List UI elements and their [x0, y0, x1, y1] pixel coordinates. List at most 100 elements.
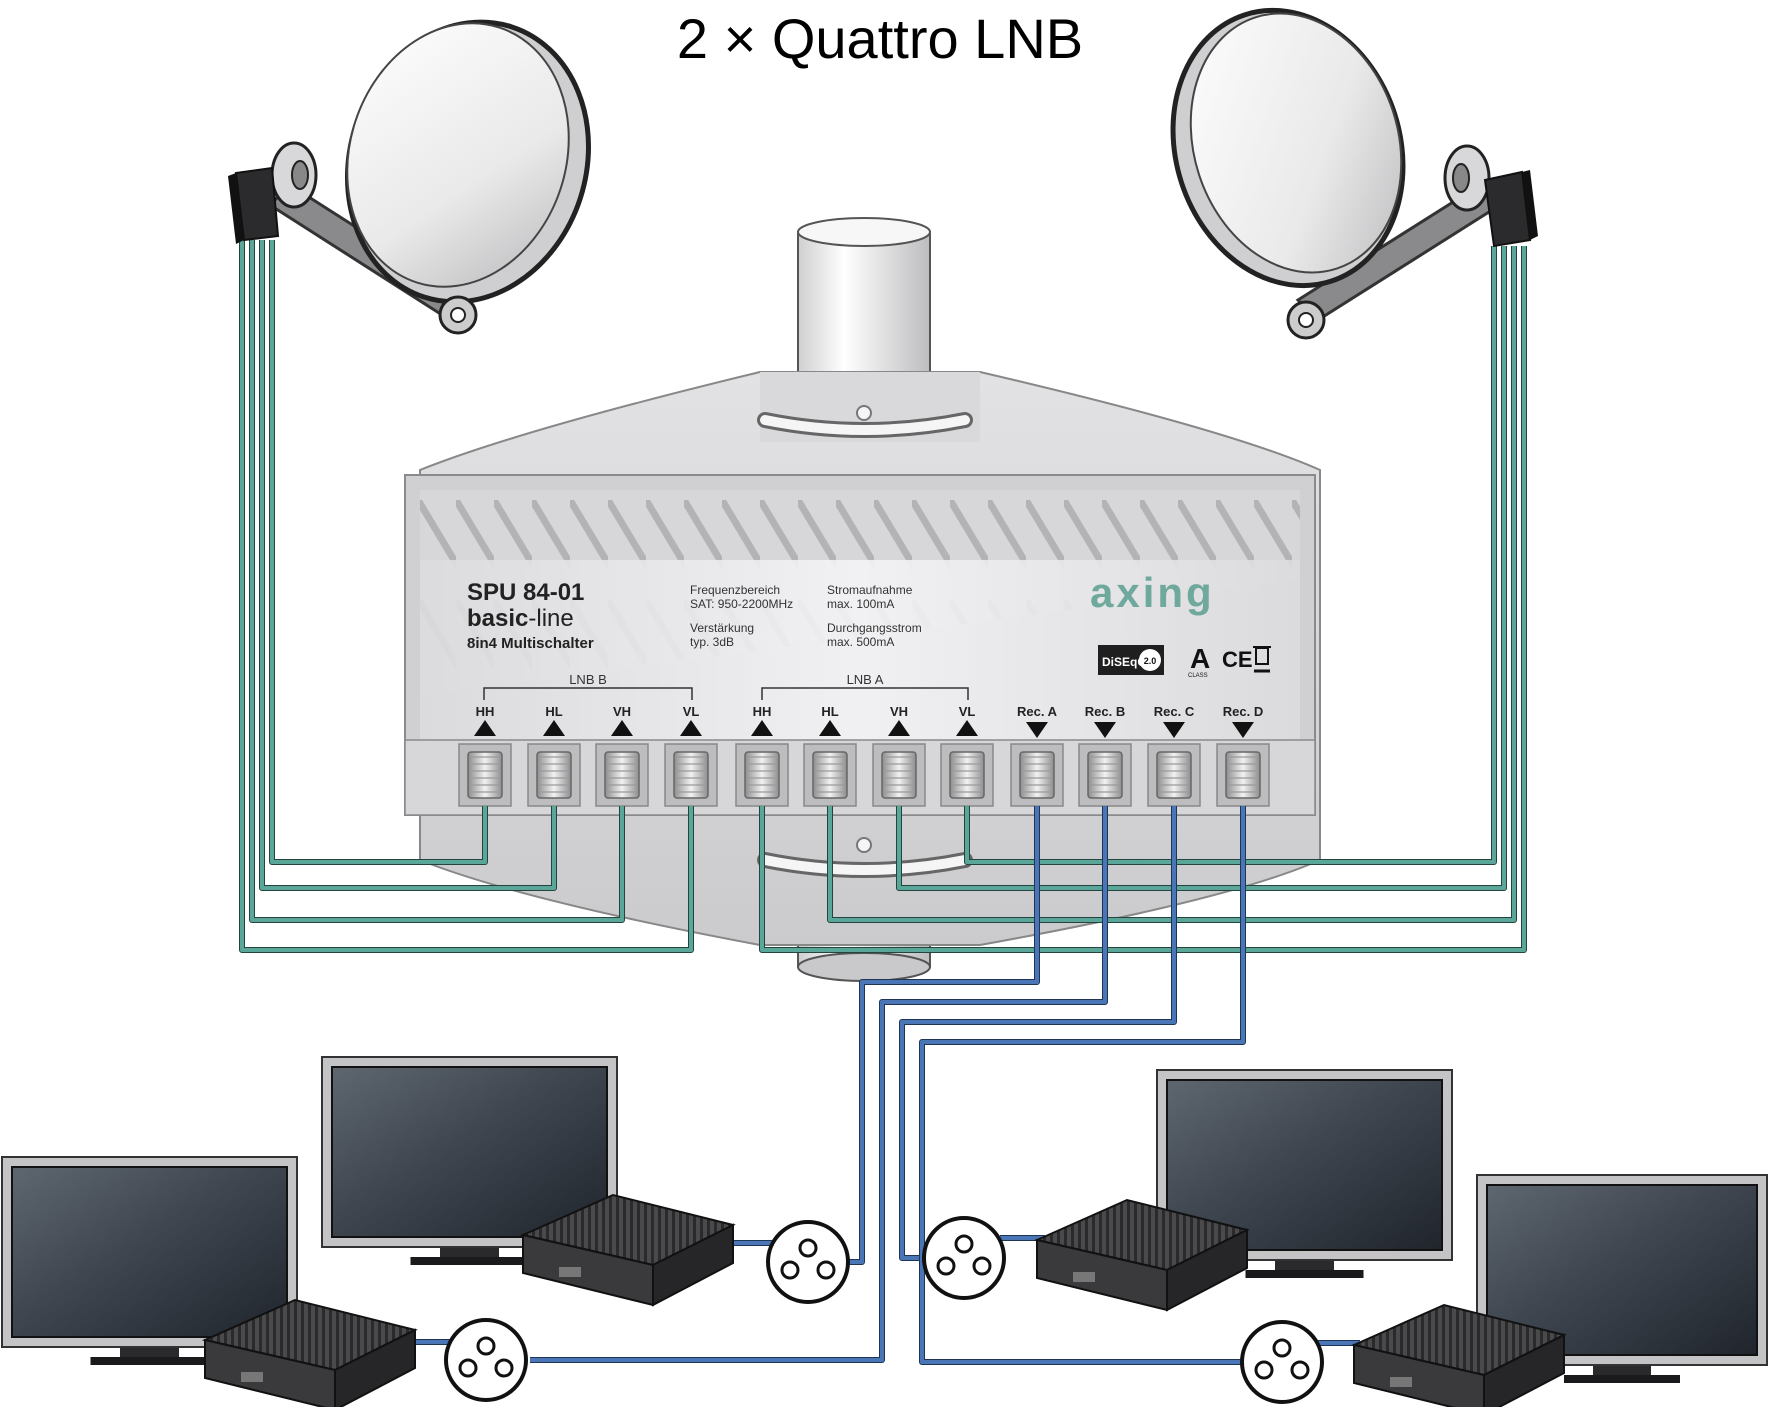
spec-label-current: Stromaufnahme [827, 583, 913, 597]
receiver-stations [1, 1056, 1768, 1412]
spec-value-frequency: SAT: 950-2200MHz [690, 597, 793, 611]
port-rec-d: Rec. D [1216, 704, 1270, 807]
diseqc-text: DiSEqC [1102, 655, 1146, 669]
port-label-rec-c: Rec. C [1154, 704, 1195, 719]
f-connector [467, 751, 503, 799]
f-connector [673, 751, 709, 799]
f-connector [1087, 751, 1123, 799]
cable-lnb-a-1 [965, 246, 1496, 864]
port-label-rec-a: Rec. A [1017, 704, 1058, 719]
wall-socket-front-right [1240, 1320, 1324, 1404]
brand-logo: axing [1090, 569, 1215, 616]
port-row: HH HL VH VL HH HL VH VL Rec. A Rec. B Rec. C Rec. D [458, 704, 1270, 807]
spec-value-current: max. 100mA [827, 597, 894, 611]
port-label-lnb-b-hl: HL [545, 704, 562, 719]
f-connector [812, 751, 848, 799]
f-connector [1019, 751, 1055, 799]
cable-lnb-a-4 [760, 246, 1526, 952]
input-arrow-icon [751, 720, 773, 736]
port-lnb-b-vh: VH [595, 704, 649, 807]
input-arrow-icon [611, 720, 633, 736]
f-connector [744, 751, 780, 799]
port-label-lnb-a-vh: VH [890, 704, 908, 719]
f-connector [604, 751, 640, 799]
port-lnb-b-hl: HL [527, 704, 581, 807]
port-lnb-b-vl: VL [664, 704, 718, 807]
ce-mark: CE [1222, 647, 1253, 672]
port-rec-c: Rec. C [1147, 704, 1201, 807]
output-arrow-icon [1094, 722, 1116, 738]
port-label-lnb-b-vl: VL [683, 704, 700, 719]
spec-value-passthrough: max. 500mA [827, 635, 894, 649]
port-label-lnb-b-vh: VH [613, 704, 631, 719]
spec-label-passthrough: Durchgangsstrom [827, 621, 922, 635]
cable-lnb-b-4 [240, 240, 693, 952]
satellite-dish-right [1170, 7, 1503, 340]
f-connector [881, 751, 917, 799]
port-label-lnb-b-hh: HH [476, 704, 495, 719]
satellite-dish-left [267, 19, 591, 335]
port-lnb-a-hl: HL [803, 704, 857, 807]
port-label-lnb-a-hl: HL [821, 704, 838, 719]
diagram-title: 2 × Quattro LNB [677, 7, 1083, 70]
input-arrow-icon [888, 720, 910, 736]
cable-rec-b [530, 806, 1107, 1362]
input-arrow-icon [680, 720, 702, 736]
lnb-a-label: LNB A [847, 672, 884, 687]
output-arrow-icon [1232, 722, 1254, 738]
f-connector [949, 751, 985, 799]
tv-screen [331, 1066, 608, 1238]
receiver-display [241, 1372, 263, 1382]
port-label-lnb-a-hh: HH [753, 704, 772, 719]
cables [239, 240, 1527, 1365]
diseqc-badge: DiSEqC 2.0 [1098, 645, 1164, 675]
port-lnb-a-vl: VL [940, 704, 994, 807]
receiver-display [1073, 1272, 1095, 1282]
type-label: 8in4 Multischalter [467, 635, 594, 652]
cable-rec-c [900, 806, 1176, 1260]
wall-socket-back-left [766, 1220, 850, 1304]
cable-rec-d [920, 806, 1248, 1364]
weee-bin-icon [1253, 646, 1271, 673]
series-label-bold: basic [467, 605, 528, 632]
tv-front-left [1, 1156, 298, 1365]
input-arrow-icon [819, 720, 841, 736]
quattro-lnb-right [1483, 170, 1538, 248]
cable-lnb-a-2 [897, 246, 1506, 890]
spec-value-gain: typ. 3dB [690, 635, 734, 649]
receiver-display [1390, 1377, 1412, 1387]
cable-lnb-b-1 [270, 240, 487, 864]
cable-rec-a [830, 806, 1039, 1264]
port-label-rec-d: Rec. D [1223, 704, 1263, 719]
receiver-front-left [201, 1298, 418, 1412]
receiver-back-right [1033, 1198, 1250, 1312]
class-letter: A [1190, 643, 1210, 674]
wall-socket-back-right [922, 1216, 1006, 1300]
spec-label-gain: Verstärkung [690, 621, 754, 635]
tv-screen [11, 1166, 288, 1338]
port-rec-b: Rec. B [1078, 704, 1132, 807]
f-connector [1225, 751, 1261, 799]
class-badge: A CLASS [1188, 643, 1210, 679]
wall-socket-front-left [444, 1318, 528, 1402]
receiver-back-left [519, 1193, 736, 1307]
input-arrow-icon [956, 720, 978, 736]
port-label-rec-b: Rec. B [1085, 704, 1125, 719]
output-arrow-icon [1163, 722, 1185, 738]
class-caption: CLASS [1188, 673, 1208, 679]
lnb-a-group: LNB A [761, 672, 969, 700]
input-arrow-icon [543, 720, 565, 736]
output-arrow-icon [1026, 722, 1048, 738]
cable-lnb-b-2 [260, 240, 556, 890]
receiver-front-right [1350, 1303, 1567, 1412]
f-connector [1156, 751, 1192, 799]
receiver-display [559, 1267, 581, 1277]
diseqc-version: 2.0 [1144, 656, 1157, 666]
spec-label-frequency: Frequenzbereich [690, 583, 780, 597]
lnb-b-label: LNB B [569, 672, 607, 687]
port-lnb-b-hh: HH [458, 704, 512, 807]
quattro-lnb-left [228, 166, 280, 244]
model-label: SPU 84-01 [467, 579, 584, 606]
